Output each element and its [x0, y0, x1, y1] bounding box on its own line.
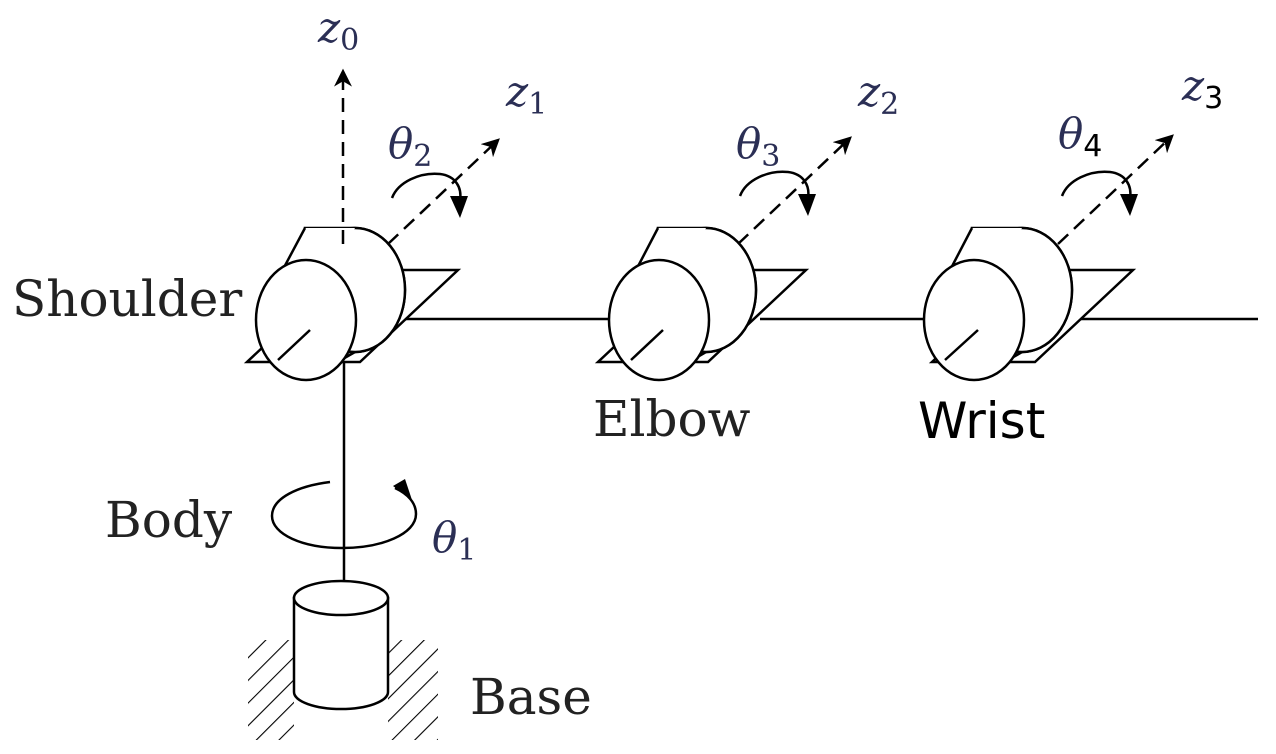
z3-axis — [1057, 134, 1174, 245]
elbow-joint — [594, 226, 810, 382]
z3-label: z3 — [1181, 61, 1223, 116]
base-cylinder — [292, 579, 390, 711]
shoulder-joint — [243, 226, 462, 382]
z1-label: z1 — [505, 67, 547, 122]
body-rotation-arrow — [270, 479, 418, 550]
theta2-rotation-arrow — [390, 172, 468, 218]
body-label: Body — [105, 491, 233, 549]
z0-label: z0 — [317, 3, 359, 58]
theta1-label: θ1 — [432, 513, 476, 568]
z2-label: z2 — [857, 67, 899, 122]
wrist-joint — [922, 226, 1137, 382]
elbow-label: Elbow — [593, 390, 751, 448]
theta3-rotation-arrow — [738, 170, 816, 216]
theta3-label: θ3 — [736, 119, 780, 174]
theta4-label: θ4 — [1058, 109, 1102, 164]
base-label: Base — [470, 668, 592, 726]
shoulder-label: Shoulder — [12, 270, 242, 328]
wrist-label: Wrist — [918, 392, 1045, 450]
theta4-rotation-arrow — [1060, 170, 1138, 216]
z2-axis — [737, 136, 852, 245]
z1-axis — [387, 138, 500, 245]
theta2-label: θ2 — [388, 119, 432, 174]
